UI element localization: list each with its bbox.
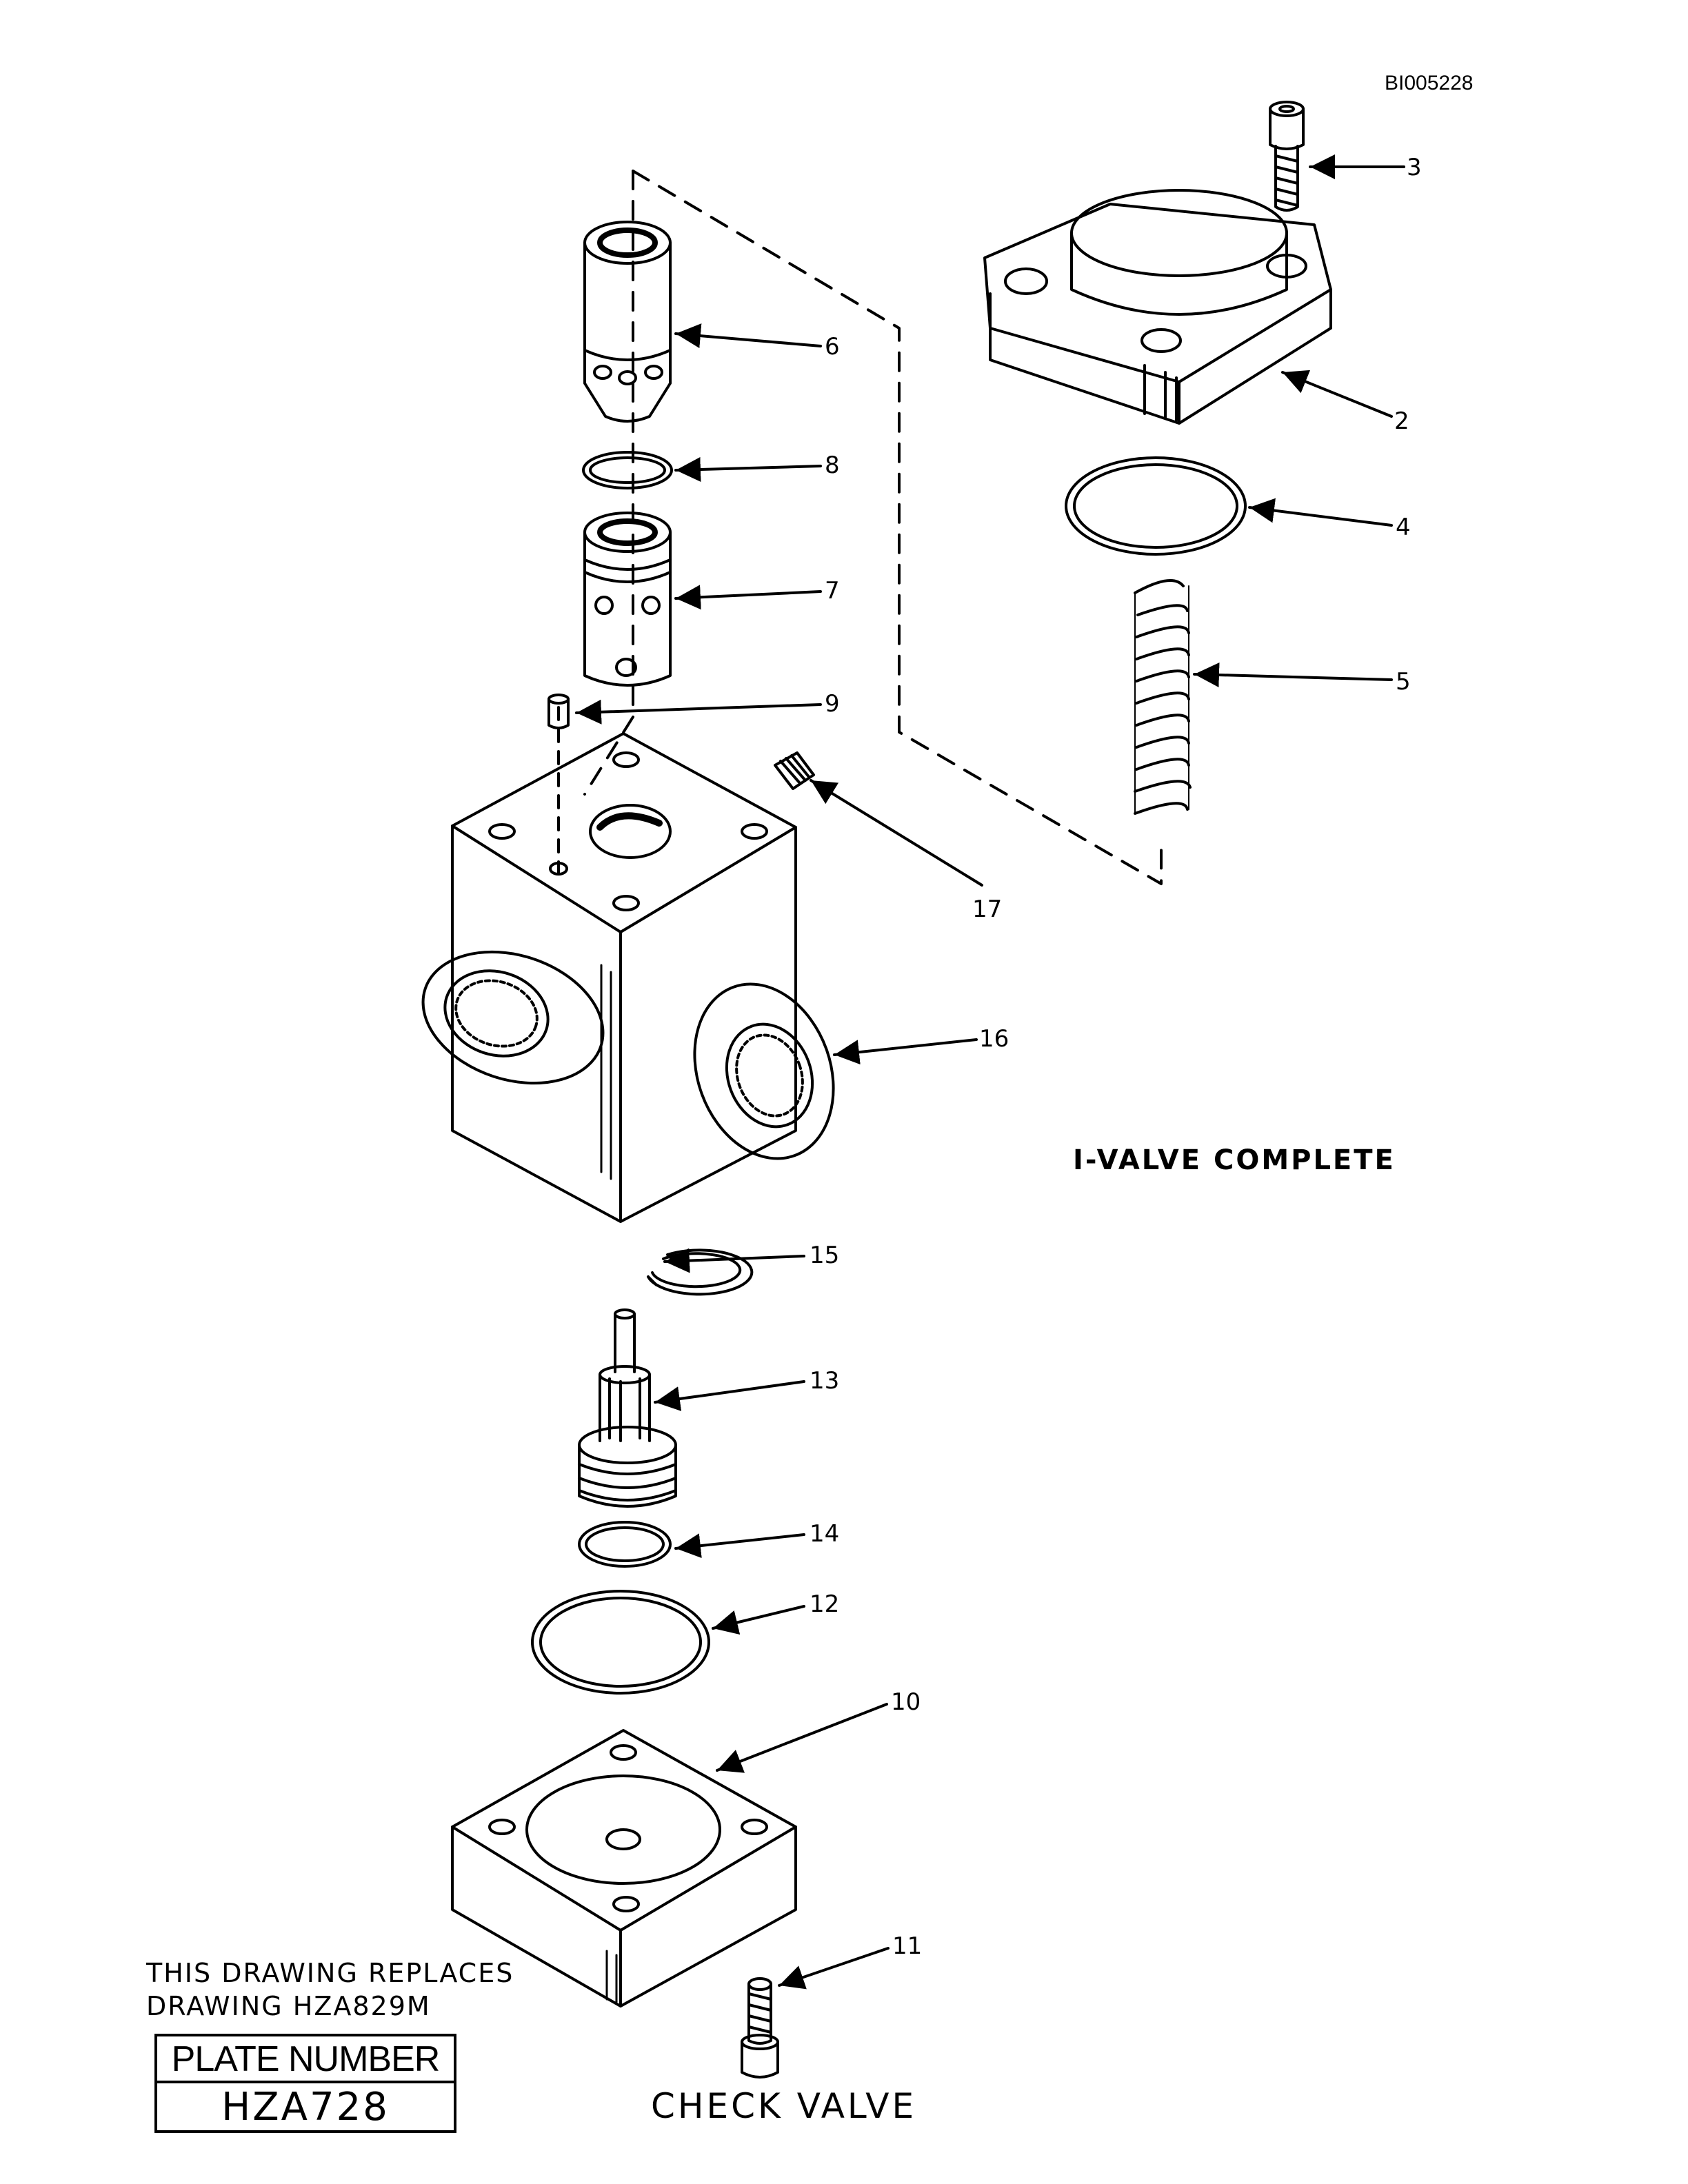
callout-3: 3 <box>1407 154 1422 181</box>
callout-12: 12 <box>810 1590 839 1618</box>
part-9-pin <box>547 694 570 729</box>
callout-15: 15 <box>810 1242 839 1269</box>
leader-line-17 <box>810 779 983 887</box>
part-5-spring <box>1134 579 1192 815</box>
leader-line-10 <box>716 1703 888 1773</box>
leader-line-8 <box>674 456 822 482</box>
plate-number-box: PLATE NUMBER HZA728 <box>154 2034 456 2133</box>
leader-line-11 <box>778 1947 890 1990</box>
part-3-cap-screw <box>1269 101 1305 212</box>
callout-14: 14 <box>810 1520 839 1548</box>
callout-6: 6 <box>825 333 840 361</box>
leader-line-4 <box>1248 498 1393 527</box>
leader-line-13 <box>654 1380 805 1411</box>
part-17-set-screw <box>774 751 815 790</box>
callout-2: 2 <box>1394 407 1409 435</box>
part-13-poppet <box>578 1308 677 1508</box>
leader-line-16 <box>833 1038 978 1065</box>
callout-13: 13 <box>810 1367 839 1395</box>
leader-line-9 <box>575 699 822 725</box>
part-6-valve-sleeve <box>583 221 672 423</box>
callout-7: 7 <box>825 577 840 605</box>
plate-number-label: PLATE NUMBER <box>157 2036 454 2083</box>
leader-line-14 <box>674 1533 805 1559</box>
plate-number-value: HZA728 <box>221 2085 390 2130</box>
part-15-snap-ring <box>647 1248 754 1296</box>
replacement-note: THIS DRAWING REPLACES DRAWING HZA829M <box>146 1957 514 2023</box>
leader-line-6 <box>674 323 822 349</box>
part-8-o-ring <box>582 451 673 489</box>
document-id: BI005228 <box>1385 72 1474 94</box>
leader-line-2 <box>1281 370 1393 418</box>
part-10-bottom-cover <box>451 1729 797 2008</box>
part-4-o-ring <box>1065 456 1247 556</box>
drawing-caption: CHECK VALVE <box>651 2086 917 2126</box>
part-7-piston <box>583 512 672 687</box>
callout-10: 10 <box>891 1688 921 1716</box>
assembly-path-line <box>583 170 634 796</box>
replacement-note-line: THIS DRAWING REPLACES <box>146 1958 514 1988</box>
callout-16: 16 <box>979 1025 1009 1053</box>
part-11-cap-screw <box>741 1977 779 2079</box>
leader-line-15 <box>663 1248 805 1273</box>
part-14-o-ring <box>578 1521 672 1568</box>
part-12-o-ring <box>531 1590 710 1695</box>
assembly-title: I-VALVE COMPLETE <box>1073 1144 1396 1176</box>
callout-5: 5 <box>1396 668 1411 696</box>
callout-11: 11 <box>892 1932 922 1960</box>
callout-17: 17 <box>972 896 1002 923</box>
replacement-note-line: DRAWING HZA829M <box>146 1991 431 2021</box>
assembly-path-line <box>632 170 1163 885</box>
leader-line-7 <box>674 585 822 610</box>
part-2-top-cover <box>983 189 1332 425</box>
leader-line-12 <box>712 1605 805 1635</box>
leader-line-5 <box>1193 663 1393 687</box>
part-16-valve-body <box>421 732 835 1223</box>
callout-8: 8 <box>825 452 840 479</box>
callout-4: 4 <box>1396 514 1411 541</box>
callout-9: 9 <box>825 690 840 718</box>
